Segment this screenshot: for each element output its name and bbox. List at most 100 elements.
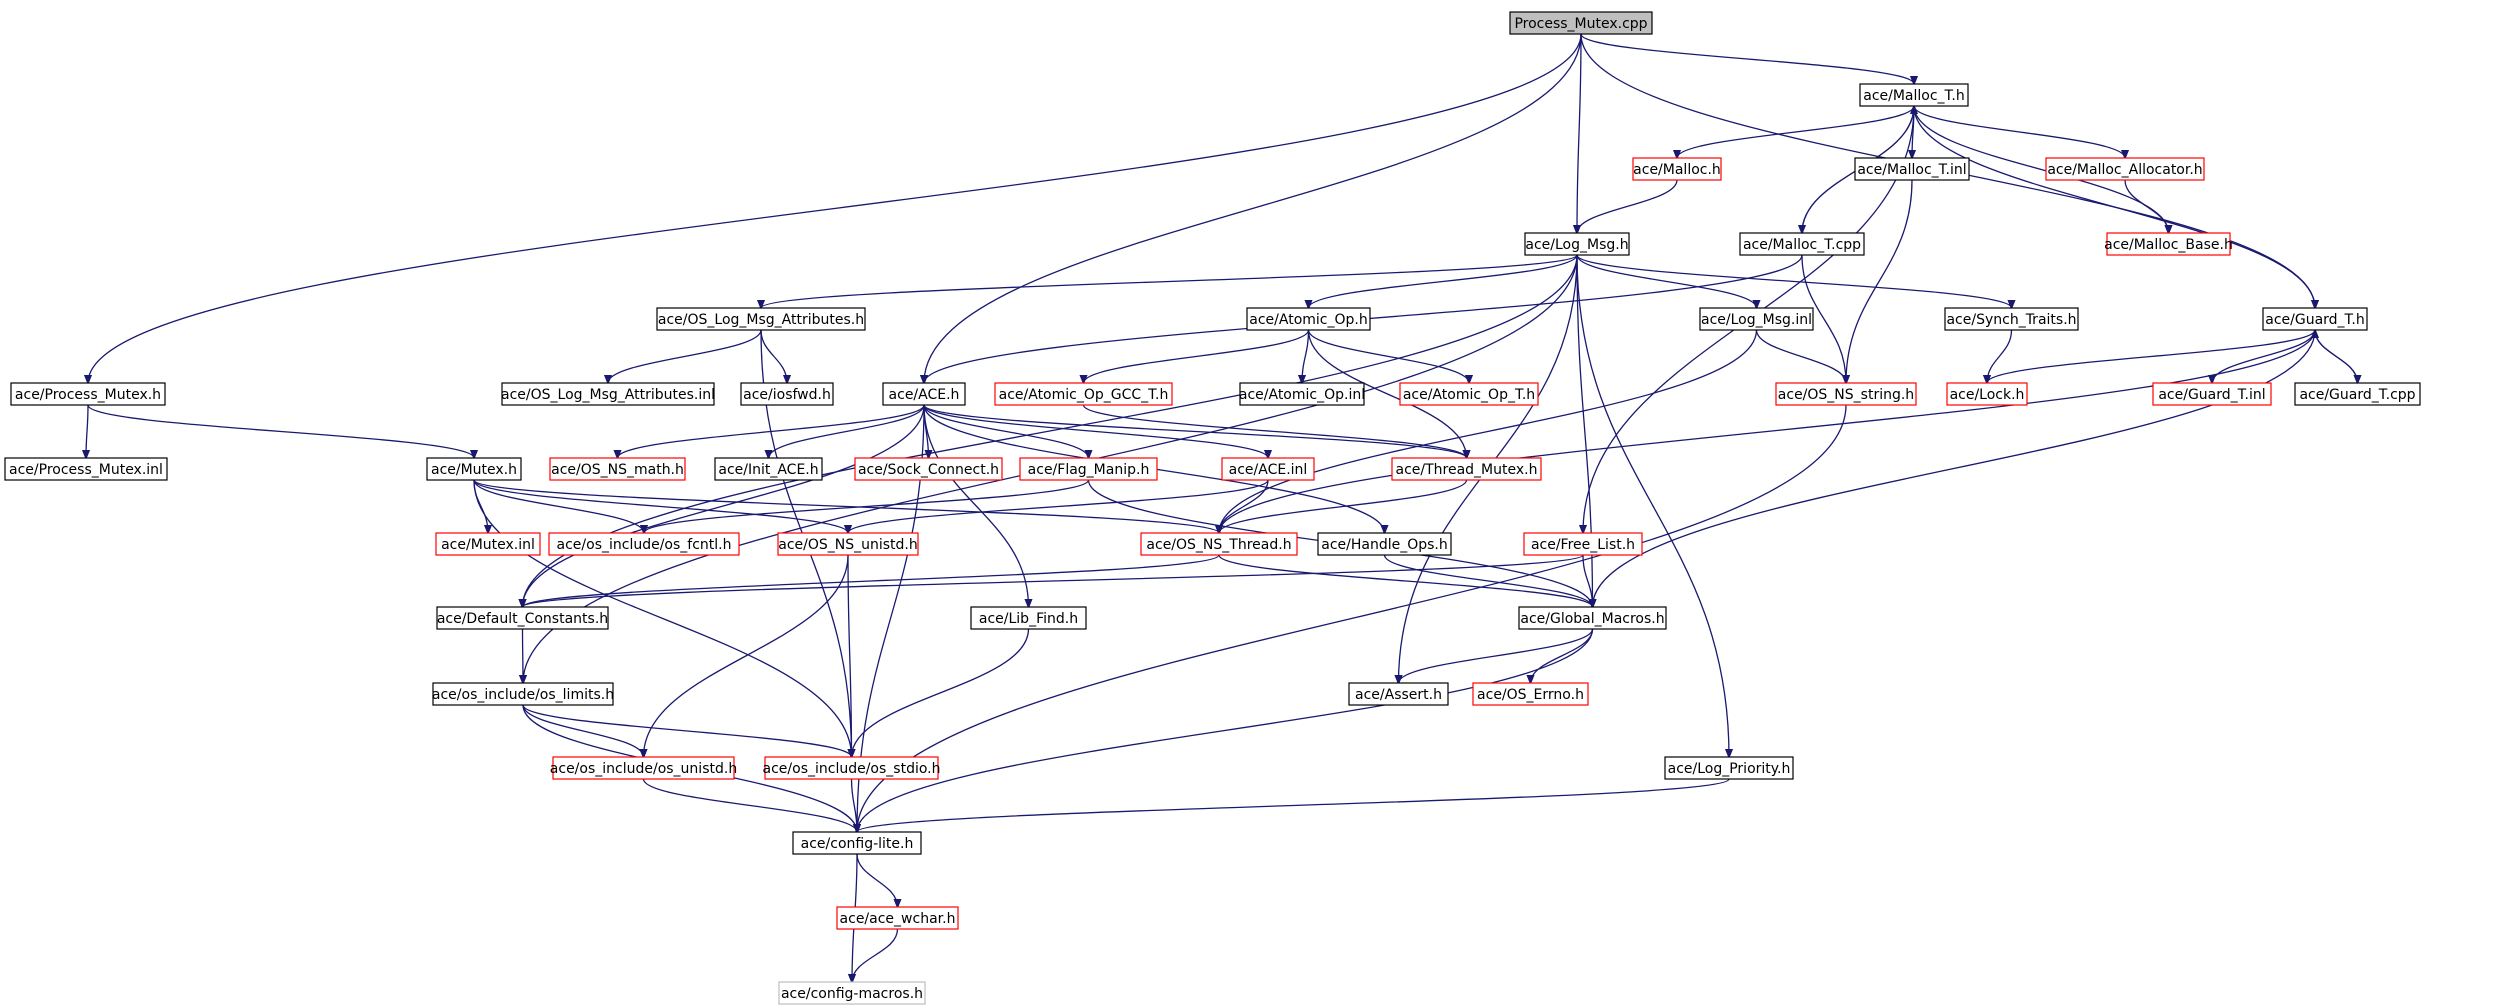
node-box: [2152, 382, 2272, 406]
node-malloc-allocator-h[interactable]: ace/Malloc_Allocator.h: [2045, 157, 2205, 181]
node-label: ace/Log_Priority.h: [1668, 761, 1791, 777]
edge-config_lite_h-to-ace_wchar_h: [856, 853, 898, 907]
node-synch-traits-h[interactable]: ace/Synch_Traits.h: [1944, 307, 2079, 331]
node-malloc-t-cpp[interactable]: ace/Malloc_T.cpp: [1739, 232, 1865, 256]
node-guard-t-h[interactable]: ace/Guard_T.h: [2262, 307, 2368, 331]
node-process-mutex-inl[interactable]: ace/Process_Mutex.inl: [4, 457, 168, 481]
node-flag-manip-h[interactable]: ace/Flag_Manip.h: [1019, 457, 1158, 481]
node-log-msg-inl[interactable]: ace/Log_Msg.inl: [1699, 307, 1814, 331]
node-lib-find-h[interactable]: ace/Lib_Find.h: [970, 606, 1087, 630]
node-atomic-op-h[interactable]: ace/Atomic_Op.h: [1246, 307, 1371, 331]
node-box: [1632, 157, 1722, 181]
node-handle-ops-h[interactable]: ace/Handle_Ops.h: [1317, 532, 1452, 556]
node-label: ace/Atomic_Op_GCC_T.h: [999, 387, 1169, 403]
edge-ace_h-to-flag_manip_h: [923, 404, 1089, 458]
node-label: ace/Guard_T.h: [2265, 312, 2365, 328]
node-os-limits-h[interactable]: ace/os_include/os_limits.h: [432, 682, 614, 706]
node-os-ns-math-h[interactable]: ace/OS_NS_math.h: [549, 457, 686, 481]
node-ace-wchar-h[interactable]: ace/ace_wchar.h: [836, 906, 959, 930]
node-label: ace/OS_NS_string.h: [1778, 387, 1914, 403]
node-label: ace/iosfwd.h: [743, 387, 831, 403]
node-box: [436, 606, 609, 630]
node-os-unistd-h[interactable]: ace/os_include/os_unistd.h: [550, 756, 737, 780]
node-os-ns-unistd-h[interactable]: ace/OS_NS_unistd.h: [777, 532, 919, 556]
node-box: [548, 532, 740, 556]
edge-ace_wchar_h-to-config_macros_h: [852, 928, 899, 982]
node-os-errno-h[interactable]: ace/OS_Errno.h: [1472, 682, 1589, 706]
node-init-ace-h[interactable]: ace/Init_ACE.h: [714, 457, 823, 481]
node-box: [656, 307, 866, 331]
node-atomic-op-gcc-t-h[interactable]: ace/Atomic_Op_GCC_T.h: [994, 382, 1173, 406]
node-config-macros-h[interactable]: ace/config-macros.h: [778, 981, 926, 1005]
node-label: ace/Free_List.h: [1531, 537, 1635, 553]
node-mutex-h[interactable]: ace/Mutex.h: [426, 457, 522, 481]
node-label: ace/os_include/os_stdio.h: [763, 761, 941, 777]
node-box: [764, 756, 939, 780]
node-global-macros-h[interactable]: ace/Global_Macros.h: [1518, 606, 1667, 630]
node-box: [740, 382, 834, 406]
node-malloc-base-h[interactable]: ace/Malloc_Base.h: [2104, 232, 2233, 256]
node-sock-connect-h[interactable]: ace/Sock_Connect.h: [854, 457, 1003, 481]
node-ace-inl[interactable]: ace/ACE.inl: [1221, 457, 1315, 481]
node-malloc-h[interactable]: ace/Malloc.h: [1632, 157, 1722, 181]
node-label: ace/Malloc.h: [1633, 162, 1721, 178]
node-label: ace/os_include/os_unistd.h: [550, 761, 737, 777]
edge-log_priority_h-to-config_lite_h: [857, 778, 1730, 832]
node-box: [1221, 457, 1315, 481]
edge-os_ns_unistd_h-to-os_stdio_h: [848, 554, 852, 757]
edge-log_msg_inl-to-os_ns_thread_h: [1219, 329, 1758, 533]
node-log-priority-h[interactable]: ace/Log_Priority.h: [1664, 756, 1794, 780]
edge-ace_h-to-ace_inl: [923, 404, 1268, 458]
node-label: ace/Atomic_Op.inl: [1239, 387, 1365, 403]
node-atomic-op-inl[interactable]: ace/Atomic_Op.inl: [1239, 382, 1365, 406]
node-os-fcntl-h[interactable]: ace/os_include/os_fcntl.h: [548, 532, 740, 556]
node-ace-h[interactable]: ace/ACE.h: [882, 382, 966, 406]
node-box: [1239, 382, 1365, 406]
node-thread-mutex-h[interactable]: ace/Thread_Mutex.h: [1391, 457, 1542, 481]
node-label: ace/Guard_T.inl: [2158, 387, 2265, 403]
node-label: ace/ACE.inl: [1229, 462, 1308, 478]
node-process-mutex-h[interactable]: ace/Process_Mutex.h: [10, 382, 166, 406]
edge-atomic_op_h-to-atomic_op_t_h: [1307, 329, 1470, 383]
node-assert-h[interactable]: ace/Assert.h: [1348, 682, 1449, 706]
edge-guard_t_cpp-to-guard_t_h: [2315, 330, 2359, 384]
node-malloc-t-h[interactable]: ace/Malloc_T.h: [1859, 83, 1969, 107]
edge-os_log_msg_attr_h-to-os_log_msg_attr_inl: [608, 329, 762, 383]
node-default-constants-h[interactable]: ace/Default_Constants.h: [436, 606, 609, 630]
edge-root-to-malloc_t_h: [1580, 33, 1914, 84]
node-label: ace/Malloc_T.h: [1863, 88, 1965, 104]
node-label: ace/ACE.h: [889, 387, 960, 403]
edge-atomic_op_h-to-atomic_op_inl: [1302, 329, 1310, 383]
node-guard-t-inl[interactable]: ace/Guard_T.inl: [2152, 382, 2272, 406]
node-label: ace/Process_Mutex.inl: [9, 462, 163, 478]
node-box: [1739, 232, 1865, 256]
node-guard-t-cpp[interactable]: ace/Guard_T.cpp: [2294, 382, 2421, 406]
node-box: [552, 756, 735, 780]
node-box: [10, 382, 166, 406]
node-malloc-t-inl[interactable]: ace/Malloc_T.inl: [1854, 157, 1970, 181]
node-label: ace/Log_Msg.inl: [1701, 312, 1812, 328]
node-os-ns-string-h[interactable]: ace/OS_NS_string.h: [1775, 382, 1917, 406]
node-free-list-h[interactable]: ace/Free_List.h: [1523, 532, 1643, 556]
edge-ace_h-to-thread_mutex_h: [923, 404, 1467, 458]
edge-os_limits_h-to-os_stdio_h: [522, 704, 852, 757]
node-box: [994, 382, 1173, 406]
node-label: ace/Mutex.h: [431, 462, 517, 478]
node-lock-h[interactable]: ace/Lock.h: [1946, 382, 2028, 406]
node-box: [1854, 157, 1970, 181]
node-atomic-op-t-h[interactable]: ace/Atomic_Op_T.h: [1399, 382, 1539, 406]
node-os-log-msg-attr-inl[interactable]: ace/OS_Log_Msg_Attributes.inl: [501, 382, 715, 406]
node-config-lite-h[interactable]: ace/config-lite.h: [792, 831, 922, 855]
node-label: ace/config-macros.h: [781, 986, 923, 1002]
node-os-stdio-h[interactable]: ace/os_include/os_stdio.h: [763, 756, 941, 780]
node-label: ace/Handle_Ops.h: [1321, 537, 1448, 553]
node-label: ace/os_include/os_fcntl.h: [557, 537, 732, 553]
node-os-log-msg-attr-h[interactable]: ace/OS_Log_Msg_Attributes.h: [656, 307, 866, 331]
edge-ace_h-to-init_ace_h: [769, 404, 925, 458]
node-os-ns-thread-h[interactable]: ace/OS_NS_Thread.h: [1140, 532, 1298, 556]
node-root[interactable]: Process_Mutex.cpp: [1509, 11, 1653, 35]
node-log-msg-h[interactable]: ace/Log_Msg.h: [1524, 232, 1630, 256]
edge-malloc_t_h-to-guard_t_h: [1913, 105, 2315, 308]
node-mutex-inl[interactable]: ace/Mutex.inl: [435, 532, 541, 556]
node-iosfwd-h[interactable]: ace/iosfwd.h: [740, 382, 834, 406]
